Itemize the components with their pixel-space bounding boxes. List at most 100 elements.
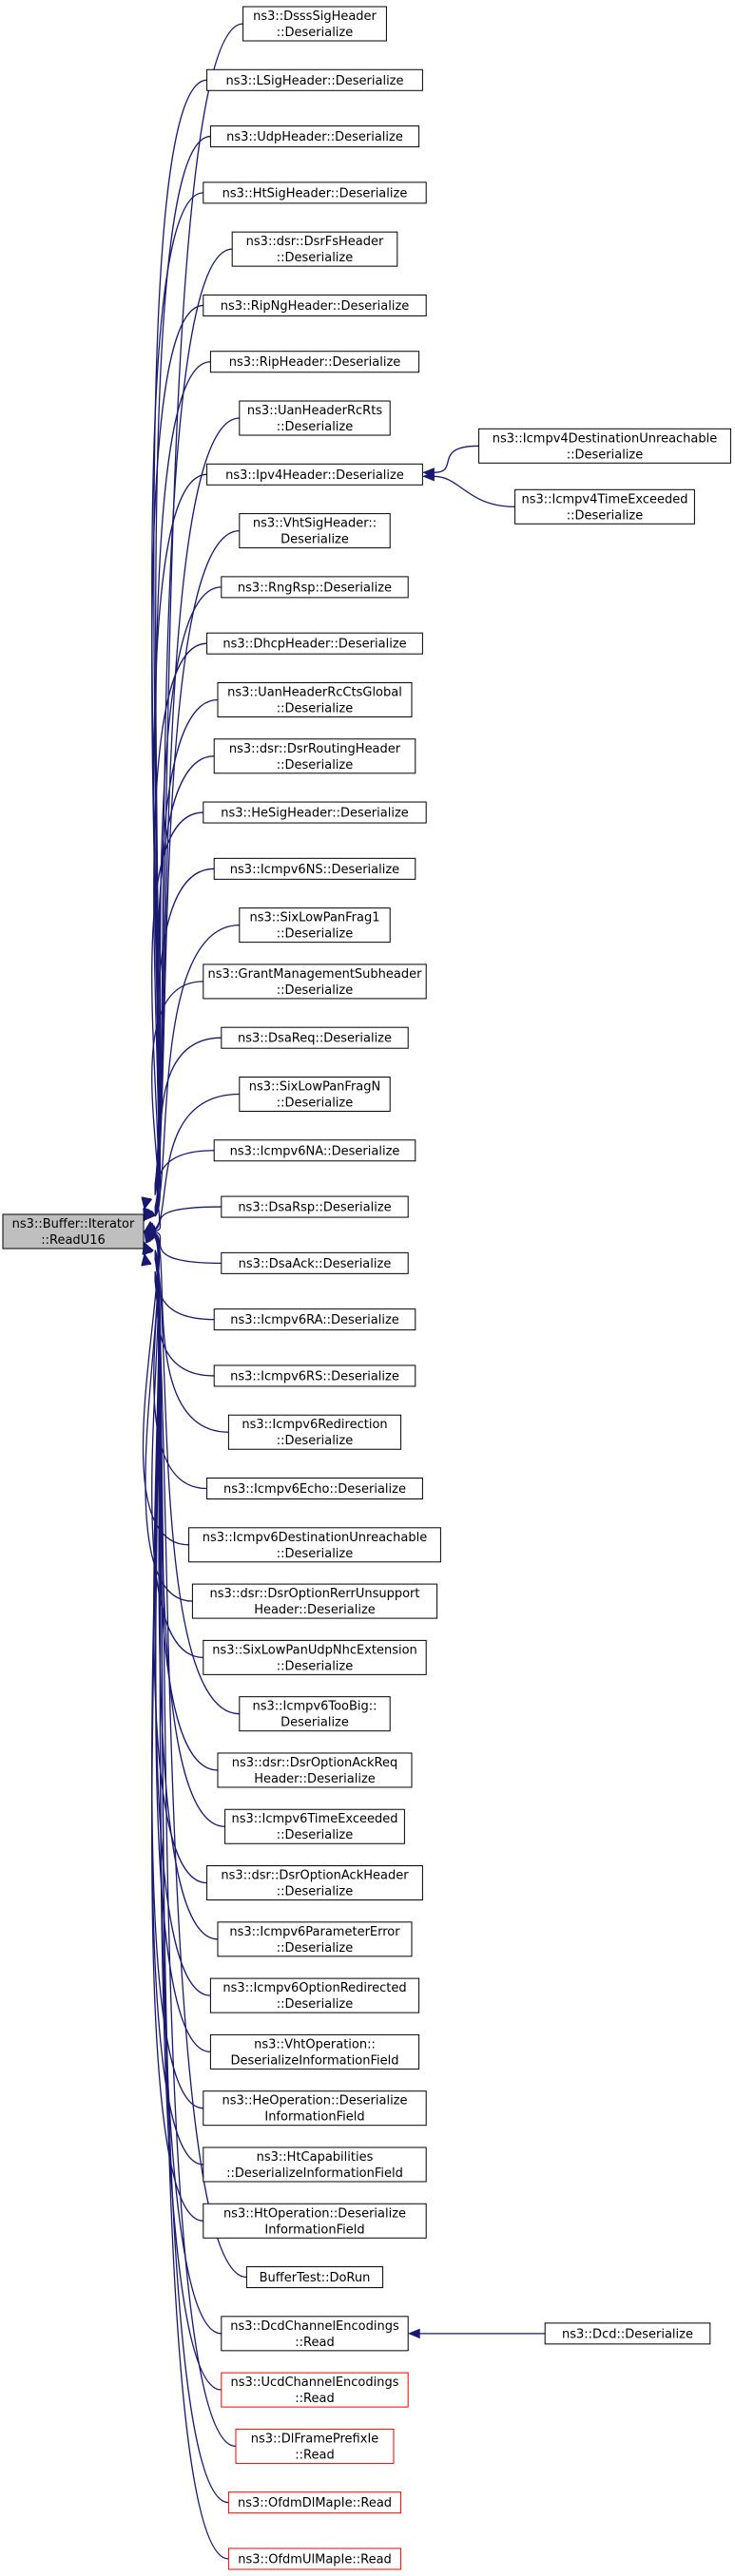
node-ns3-dsr-dsroptionackreq-header-deserialize-label: Header::Deserialize	[254, 1772, 376, 1786]
node-ns3-rngrsp-deserialize[interactable]: ns3::RngRsp::Deserialize	[221, 576, 409, 599]
node-ns3-sixlowpanfragn-deserialize[interactable]: ns3::SixLowPanFragN::Deserialize	[239, 1076, 391, 1112]
node-ns3-vhtoperation-deserializeinformationfield-label: DeserializeInformationField	[230, 2053, 398, 2068]
node-ns3-icmpv6parametererror-deserialize[interactable]: ns3::Icmpv6ParameterError::Deserialize	[217, 1921, 413, 1957]
node-ns3-vhtsigheader-deserialize[interactable]: ns3::VhtSigHeader::Deserialize	[239, 513, 391, 549]
edge-ns3-grantmanagementsubheader-deserialize	[151, 981, 203, 1216]
node-ns3-dssssigheader-deserialize-box	[242, 6, 387, 42]
node-ns3-dcd-deserialize-label: ns3::Dcd::Deserialize	[562, 2327, 693, 2341]
node-ns3-dsr-dsrroutingheader-deserialize[interactable]: ns3::dsr::DsrRoutingHeader::Deserialize	[213, 738, 416, 774]
node-ns3-icmpv6destinationunreachable-deserialize[interactable]: ns3::Icmpv6DestinationUnreachable::Deser…	[188, 1527, 441, 1563]
node-ns3-grantmanagementsubheader-deserialize-box	[203, 964, 427, 1000]
node-ns3-sixlowpanudpnhcextension-deserialize[interactable]: ns3::SixLowPanUdpNhcExtension::Deseriali…	[203, 1639, 427, 1675]
node-ns3-icmpv4destinationunreachable-deserialize[interactable]: ns3::Icmpv4DestinationUnreachable::Deser…	[478, 428, 731, 464]
node-ns3-htcapabilities-deserializeinformationfield-label: ::DeserializeInformationField	[226, 2166, 403, 2181]
arrowhead-ns3-vhtsigheader-deserialize	[142, 1196, 153, 1211]
node-ns3-icmpv6ra-deserialize[interactable]: ns3::Icmpv6RA::Deserialize	[213, 1308, 416, 1331]
node-ns3-ipv4header-deserialize-box	[206, 463, 423, 486]
node-ns3-dsr-dsrfsheader-deserialize-box	[231, 231, 398, 267]
node-ns3-sixlowpanfrag1-deserialize-box	[239, 907, 391, 944]
node-ns3-icmpv4destinationunreachable-deserialize-box	[478, 428, 731, 464]
node-ns3-rngrsp-deserialize-label: ns3::RngRsp::Deserialize	[238, 581, 392, 595]
edge-ns3-icmpv6ns-deserialize	[154, 868, 215, 1213]
arrowhead-ns3-icmpv6destinationunreachable-deserialize	[144, 1230, 155, 1244]
node-ns3-dsaack-deserialize[interactable]: ns3::DsaAck::Deserialize	[221, 1251, 409, 1274]
node-ns3-lsigheader-deserialize[interactable]: ns3::LSigHeader::Deserialize	[206, 68, 423, 91]
node-ns3-uanheaderrcrts-deserialize[interactable]: ns3::UanHeaderRcRts::Deserialize	[239, 400, 391, 436]
node-ns3-icmpv6na-deserialize[interactable]: ns3::Icmpv6NA::Deserialize	[213, 1139, 416, 1162]
node-ns3-ucdchannelencodings-read[interactable]: ns3::UcdChannelEncodings::Read	[221, 2372, 409, 2408]
node-ns3-dlframeprefixie-read-label: ns3::DlFramePrefixIe	[251, 2432, 379, 2446]
node-ns3-dsr-dsroptionackheader-deserialize-label: ::Deserialize	[277, 1885, 354, 1899]
node-ns3-vhtoperation-deserializeinformationfield[interactable]: ns3::VhtOperation::DeserializeInformatio…	[209, 2033, 420, 2070]
node-ns3-icmpv6rs-deserialize-box	[213, 1364, 416, 1387]
node-ns3-icmpv6echo-deserialize[interactable]: ns3::Icmpv6Echo::Deserialize	[206, 1478, 423, 1500]
node-ns3-dsarsp-deserialize-label: ns3::DsaRsp::Deserialize	[238, 1201, 391, 1215]
arrowhead-ns3-dsareq-deserialize	[144, 1209, 156, 1221]
node-ns3-sixlowpanfragn-deserialize-label: ::Deserialize	[277, 1096, 354, 1110]
node-ns3-htcapabilities-deserializeinformationfield[interactable]: ns3::HtCapabilities::DeserializeInformat…	[203, 2147, 427, 2183]
node-ns3-ofdmdlmapie-read-label: ns3::OfdmDlMapIe::Read	[238, 2496, 392, 2510]
node-ns3-icmpv6destinationunreachable-deserialize-box	[188, 1527, 441, 1563]
node-ns3-dsr-dsroptionrerrunsupport-header-deserialize[interactable]: ns3::dsr::DsrOptionRerrUnsupportHeader::…	[191, 1583, 438, 1619]
node-ns3-dsr-dsrroutingheader-deserialize-box	[213, 738, 416, 774]
node-ns3-uanheaderrcrts-deserialize-box	[239, 400, 391, 436]
node-ns3-icmpv6destinationunreachable-deserialize-label: ::Deserialize	[277, 1547, 354, 1561]
node-ns3-dlframeprefixie-read[interactable]: ns3::DlFramePrefixIe::Read	[235, 2428, 395, 2464]
node-ns3-dsareq-deserialize-label: ns3::DsaReq::Deserialize	[238, 1032, 392, 1046]
node-ns3-hesigheader-deserialize-label: ns3::HeSigHeader::Deserialize	[221, 807, 409, 821]
node-ns3-grantmanagementsubheader-deserialize[interactable]: ns3::GrantManagementSubheader::Deseriali…	[203, 964, 427, 1000]
node-ns3-ripheader-deserialize-label: ns3::RipHeader::Deserialize	[229, 355, 401, 370]
node-ns3-dsr-dsroptionackheader-deserialize-label: ns3::dsr::DsrOptionAckHeader	[221, 1869, 409, 1883]
node-ns3-dhcpheader-deserialize[interactable]: ns3::DhcpHeader::Deserialize	[206, 632, 423, 655]
node-ns3-icmpv6echo-deserialize-box	[206, 1478, 423, 1500]
node-ns3-dssssigheader-deserialize[interactable]: ns3::DsssSigHeader::Deserialize	[242, 6, 387, 42]
node-ns3-dsr-dsrfsheader-deserialize[interactable]: ns3::dsr::DsrFsHeader::Deserialize	[231, 231, 398, 267]
node-ns3-icmpv6rs-deserialize[interactable]: ns3::Icmpv6RS::Deserialize	[213, 1364, 416, 1387]
node-ns3-ripheader-deserialize[interactable]: ns3::RipHeader::Deserialize	[209, 351, 420, 373]
node-ns3-heoperation-deserialize-informationfield[interactable]: ns3::HeOperation::DeserializeInformation…	[203, 2090, 427, 2127]
node-ns3-icmpv6optionredirected-deserialize[interactable]: ns3::Icmpv6OptionRedirected::Deserialize	[209, 1977, 420, 2013]
node-ns3-dsarsp-deserialize[interactable]: ns3::DsaRsp::Deserialize	[221, 1195, 409, 1218]
node-ns3-ofdmulmapie-read[interactable]: ns3::OfdmUlMapIe::Read	[227, 2547, 402, 2570]
node-ns3-dsr-dsroptionackreq-header-deserialize-label: ns3::dsr::DsrOptionAckReq	[232, 1756, 398, 1770]
node-ns3-uanheaderrcctsglobal-deserialize[interactable]: ns3::UanHeaderRcCtsGlobal::Deserialize	[217, 681, 413, 717]
node-ns3-ipv4header-deserialize[interactable]: ns3::Ipv4Header::Deserialize	[206, 463, 423, 486]
node-ns3-icmpv6redirection-deserialize-label: ::Deserialize	[277, 1434, 354, 1448]
node-ns3-icmpv4destinationunreachable-deserialize-label: ::Deserialize	[567, 448, 644, 462]
node-ns3-dsr-dsroptionackreq-header-deserialize[interactable]: ns3::dsr::DsrOptionAckReqHeader::Deseria…	[217, 1752, 413, 1788]
node-ns3-dsr-dsrroutingheader-deserialize-label: ns3::dsr::DsrRoutingHeader	[229, 742, 401, 756]
node-ns3-htcapabilities-deserializeinformationfield-box	[203, 2147, 427, 2183]
node-ns3-icmpv6timeexceeded-deserialize[interactable]: ns3::Icmpv6TimeExceeded::Deserialize	[224, 1808, 405, 1844]
node-root-buffer-iterator-readu16[interactable]: ns3::Buffer::Iterator::ReadU16	[2, 1213, 145, 1250]
node-ns3-icmpv6redirection-deserialize[interactable]: ns3::Icmpv6Redirection::Deserialize	[227, 1414, 402, 1450]
node-ns3-sixlowpanfrag1-deserialize[interactable]: ns3::SixLowPanFrag1::Deserialize	[239, 907, 391, 944]
node-ns3-ripngheader-deserialize-label: ns3::RipNgHeader::Deserialize	[221, 299, 410, 314]
node-ns3-dsaack-deserialize-label: ns3::DsaAck::Deserialize	[239, 1257, 392, 1271]
node-ns3-htoperation-deserialize-informationfield[interactable]: ns3::HtOperation::DeserializeInformation…	[203, 2203, 427, 2239]
node-ns3-dsr-dsroptionackheader-deserialize[interactable]: ns3::dsr::DsrOptionAckHeader::Deserializ…	[206, 1865, 423, 1901]
node-ns3-uanheaderrcrts-deserialize-label: ::Deserialize	[277, 420, 354, 434]
node-ns3-hesigheader-deserialize[interactable]: ns3::HeSigHeader::Deserialize	[203, 801, 427, 824]
node-ns3-ofdmdlmapie-read[interactable]: ns3::OfdmDlMapIe::Read	[227, 2491, 402, 2514]
node-ns3-icmpv6toobig-deserialize[interactable]: ns3::Icmpv6TooBig::Deserialize	[239, 1696, 391, 1732]
node-ns3-ripngheader-deserialize[interactable]: ns3::RipNgHeader::Deserialize	[203, 294, 427, 316]
node-ns3-dcdchannelencodings-read[interactable]: ns3::DcdChannelEncodings::Read	[221, 2316, 409, 2352]
node-ns3-icmpv4timeexceeded-deserialize[interactable]: ns3::Icmpv4TimeExceeded::Deserialize	[514, 488, 695, 525]
node-ns3-icmpv6ns-deserialize[interactable]: ns3::Icmpv6NS::Deserialize	[213, 857, 416, 880]
node-ns3-grantmanagementsubheader-deserialize-label: ns3::GrantManagementSubheader	[208, 967, 423, 982]
node-ns3-udpheader-deserialize[interactable]: ns3::UdpHeader::Deserialize	[209, 125, 420, 148]
edge-ns3-icmpv4destinationunreachable-deserialize	[434, 445, 479, 473]
node-buffertest-dorun[interactable]: BufferTest::DoRun	[245, 2266, 384, 2289]
edge-ns3-icmpv6ra-deserialize	[154, 1232, 215, 1321]
node-ns3-heoperation-deserialize-informationfield-label: InformationField	[264, 2110, 364, 2125]
edge-ns3-dsr-dsrfsheader-deserialize	[154, 248, 233, 1190]
node-ns3-htoperation-deserialize-informationfield-label: InformationField	[264, 2223, 364, 2237]
node-ns3-dsareq-deserialize[interactable]: ns3::DsaReq::Deserialize	[221, 1026, 409, 1049]
node-root-buffer-iterator-readu16-box	[2, 1213, 145, 1250]
node-ns3-dhcpheader-deserialize-box	[206, 632, 423, 655]
node-ns3-htsigheader-deserialize[interactable]: ns3::HtSigHeader::Deserialize	[203, 181, 427, 204]
edge-ns3-dsr-dsroptionrerrunsupport-header-deserialize	[145, 1250, 193, 1602]
node-ns3-dsr-dsroptionrerrunsupport-header-deserialize-box	[191, 1583, 438, 1619]
node-ns3-dcd-deserialize[interactable]: ns3::Dcd::Deserialize	[544, 2322, 711, 2345]
